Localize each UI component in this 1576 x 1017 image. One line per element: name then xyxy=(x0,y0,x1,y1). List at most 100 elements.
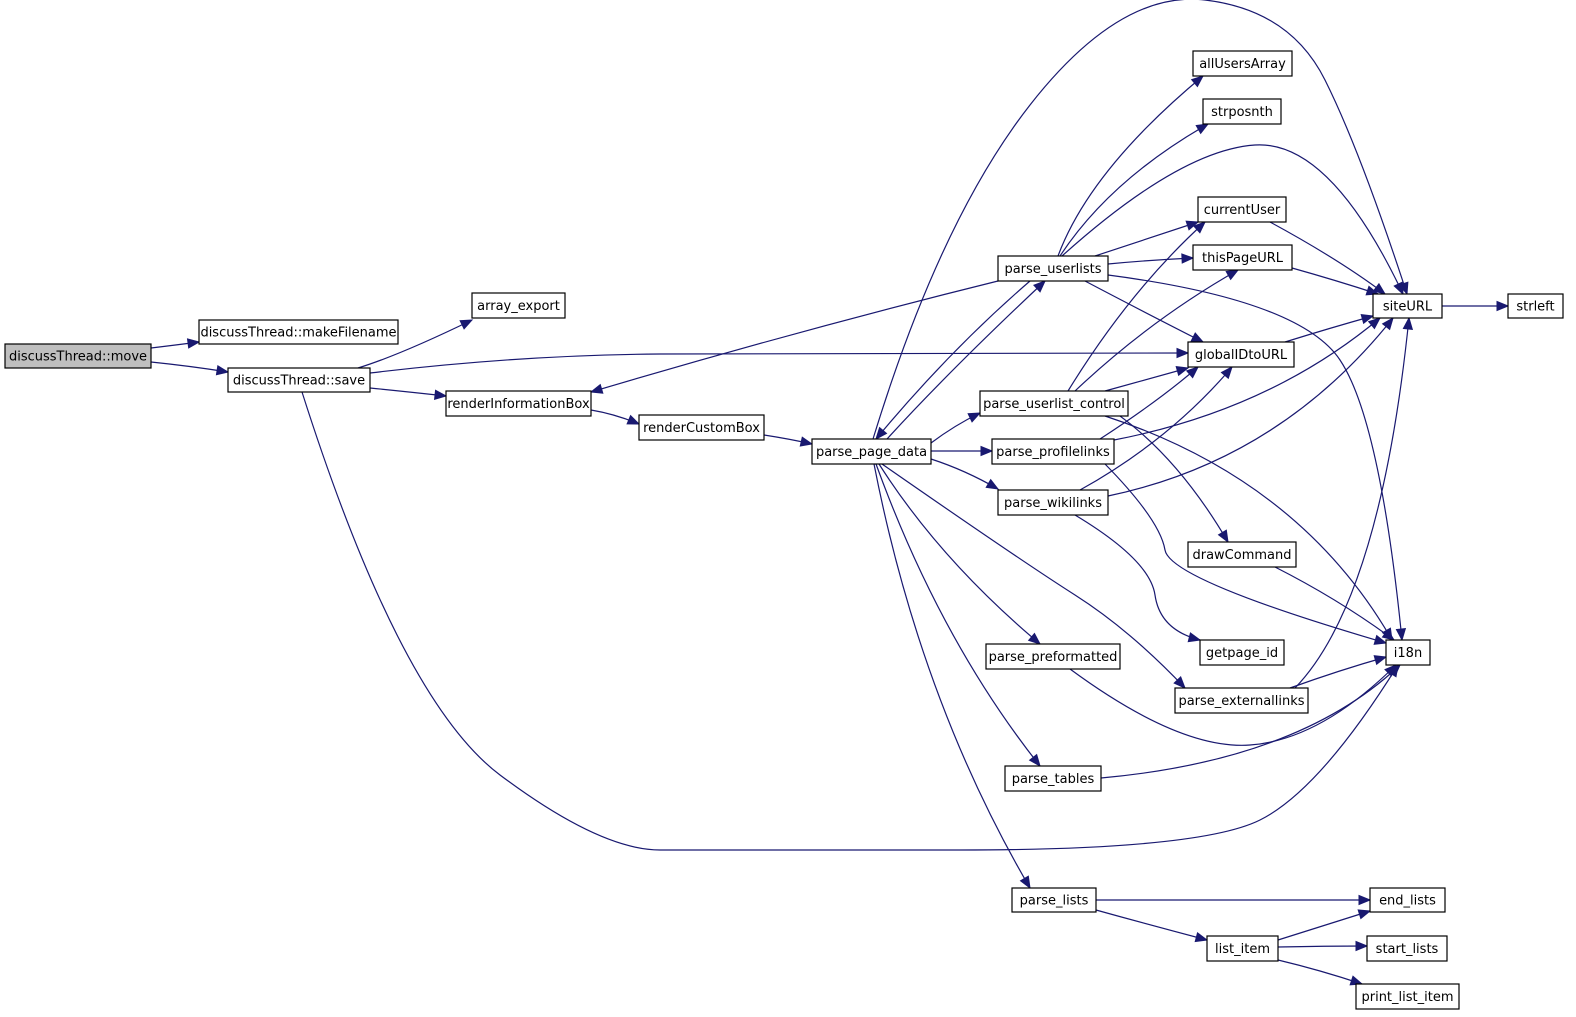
arrowhead-icon xyxy=(799,436,814,447)
edge-line xyxy=(1107,274,1403,641)
node-box xyxy=(1011,887,1097,913)
node-array_export[interactable]: array_export xyxy=(471,292,566,319)
node-label: array_export xyxy=(477,299,560,314)
node-parse_tables[interactable]: parse_tables xyxy=(1004,765,1102,792)
arrowhead-icon xyxy=(1355,940,1369,952)
edge-line xyxy=(1057,75,1204,257)
node-move[interactable]: discussThread::move xyxy=(4,343,152,369)
node-i18n[interactable]: i18n xyxy=(1385,639,1431,666)
node-start_lists[interactable]: start_lists xyxy=(1366,935,1448,962)
node-box xyxy=(4,343,152,369)
node-label: end_lists xyxy=(1379,894,1436,909)
edge-line xyxy=(1104,415,1393,641)
edge-parse_userlists-to-currentUser xyxy=(1094,220,1200,257)
edge-parse_userlists-to-renderInformationBox xyxy=(589,280,999,394)
edge-parse_userlists-to-allUsersArray xyxy=(1057,75,1205,257)
arrowhead-icon xyxy=(1027,632,1042,645)
node-save[interactable]: discussThread::save xyxy=(227,367,371,393)
edge-line xyxy=(301,391,1399,851)
arrowhead-icon xyxy=(1373,634,1388,645)
node-label: strleft xyxy=(1516,300,1554,315)
edge-line xyxy=(369,352,1189,374)
node-renderInformationBox[interactable]: renderInformationBox xyxy=(445,390,592,417)
node-strleft[interactable]: strleft xyxy=(1507,293,1564,319)
edge-move-to-save xyxy=(150,361,230,376)
node-allUsersArray[interactable]: allUsersArray xyxy=(1192,50,1293,77)
node-list_item[interactable]: list_item xyxy=(1206,935,1279,962)
edge-line xyxy=(1074,514,1201,641)
node-label: drawCommand xyxy=(1192,548,1291,563)
node-parse_profilelinks[interactable]: parse_profilelinks xyxy=(991,438,1115,465)
node-globalIDtoURL[interactable]: globalIDtoURL xyxy=(1187,341,1295,368)
edges-layer xyxy=(150,0,1510,986)
node-end_lists[interactable]: end_lists xyxy=(1369,887,1446,913)
edge-parse_userlist_control-to-i18n xyxy=(1104,415,1393,642)
arrowhead-icon xyxy=(1395,628,1407,642)
edge-save-to-globalIDtoURL xyxy=(369,347,1190,374)
node-label: discussThread::move xyxy=(9,350,147,365)
arrowhead-icon xyxy=(1019,875,1031,890)
node-box xyxy=(1385,639,1431,666)
edge-parse_profilelinks-to-siteURL xyxy=(1113,317,1382,441)
node-box xyxy=(997,489,1109,516)
edge-parse_tables-to-i18n xyxy=(1100,664,1401,779)
node-parse_lists[interactable]: parse_lists xyxy=(1011,887,1097,913)
edge-line xyxy=(1277,959,1363,985)
arrowhead-icon xyxy=(1402,316,1414,330)
edge-line xyxy=(872,0,1408,440)
node-box xyxy=(1004,765,1102,792)
node-label: renderInformationBox xyxy=(447,397,590,412)
edge-siteURL-to-strleft xyxy=(1442,300,1510,312)
node-box xyxy=(198,319,399,345)
node-renderCustomBox[interactable]: renderCustomBox xyxy=(638,414,765,441)
node-parse_userlist_control[interactable]: parse_userlist_control xyxy=(979,390,1129,417)
node-box xyxy=(1206,935,1279,962)
node-box xyxy=(1197,196,1287,223)
node-box xyxy=(1174,687,1309,714)
node-print_list_item[interactable]: print_list_item xyxy=(1355,983,1460,1010)
node-box xyxy=(1187,341,1295,368)
edge-parse_page_data-to-parse_wikilinks xyxy=(930,458,1000,490)
arrowhead-icon xyxy=(433,389,448,400)
node-parse_userlists[interactable]: parse_userlists xyxy=(997,255,1109,282)
edge-parse_externallinks-to-siteURL xyxy=(1294,316,1414,689)
edge-line xyxy=(878,463,1041,645)
edge-line xyxy=(1107,257,1194,265)
node-thisPageURL[interactable]: thisPageURL xyxy=(1192,244,1293,271)
arrowhead-icon xyxy=(967,412,982,423)
edge-line xyxy=(1269,221,1386,295)
edge-parse_userlists-to-thisPageURL xyxy=(1107,253,1195,265)
node-parse_wikilinks[interactable]: parse_wikilinks xyxy=(997,489,1109,516)
node-getpage_id[interactable]: getpage_id xyxy=(1199,639,1285,666)
node-strposnth[interactable]: strposnth xyxy=(1202,98,1282,125)
edge-parse_userlist_control-to-currentUser xyxy=(1067,221,1206,392)
node-box xyxy=(1355,983,1460,1010)
arrowhead-icon xyxy=(1360,314,1375,325)
node-box xyxy=(1187,541,1297,568)
node-drawCommand[interactable]: drawCommand xyxy=(1187,541,1297,568)
node-label: siteURL xyxy=(1383,300,1433,315)
node-box xyxy=(1372,293,1443,319)
node-siteURL[interactable]: siteURL xyxy=(1372,293,1443,319)
edge-parse_userlists-to-i18n xyxy=(1107,274,1407,642)
node-makeFilename[interactable]: discussThread::makeFilename xyxy=(198,319,399,345)
edge-parse_wikilinks-to-globalIDtoURL xyxy=(1079,365,1233,491)
arrowhead-icon xyxy=(1190,75,1205,88)
node-parse_externallinks[interactable]: parse_externallinks xyxy=(1174,687,1309,714)
node-parse_preformatted[interactable]: parse_preformatted xyxy=(985,643,1121,670)
edge-move-to-makeFilename xyxy=(150,338,201,349)
arrowhead-icon xyxy=(875,426,888,441)
node-parse_page_data[interactable]: parse_page_data xyxy=(811,438,932,465)
edge-list_item-to-print_list_item xyxy=(1277,959,1364,986)
edge-parse_wikilinks-to-siteURL xyxy=(1107,316,1394,497)
edge-parse_profilelinks-to-globalIDtoURL xyxy=(1099,366,1199,440)
edge-parse_userlists-to-parse_page_data xyxy=(875,280,1031,441)
edge-line xyxy=(1294,317,1410,689)
edge-line xyxy=(1113,317,1381,441)
edge-line xyxy=(886,280,1046,440)
edge-parse_page_data-to-parse_externallinks xyxy=(881,463,1186,689)
node-currentUser[interactable]: currentUser xyxy=(1197,196,1287,223)
edge-thisPageURL-to-siteURL xyxy=(1291,267,1380,296)
node-box xyxy=(997,255,1109,282)
